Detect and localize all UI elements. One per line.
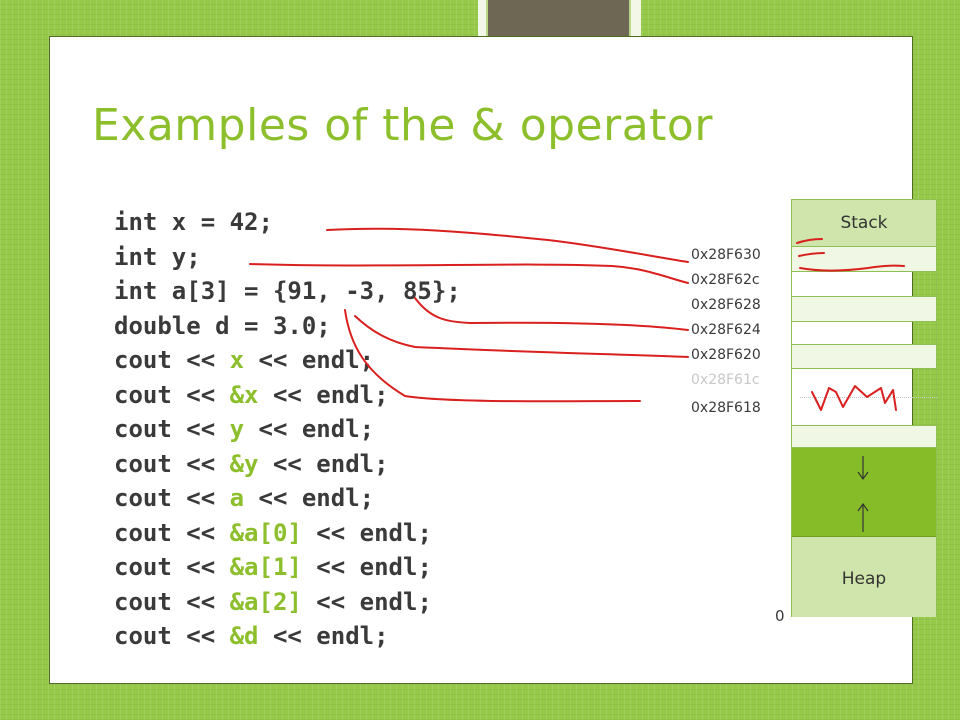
arrow-head-down-icon bbox=[857, 471, 869, 481]
code-text: << endl; bbox=[301, 587, 432, 616]
annotation-value-scribble-1 bbox=[796, 238, 825, 257]
code-text: int a[3] = {91, -3, 85}; bbox=[114, 277, 461, 305]
memory-cell-0x28F61c-0x28F618 bbox=[792, 369, 936, 426]
code-line: cout << &x << endl; bbox=[114, 378, 461, 413]
code-line: cout << &y << endl; bbox=[114, 447, 461, 482]
code-text: cout << bbox=[114, 380, 230, 409]
code-text: cout << bbox=[114, 449, 230, 478]
code-line: double d = 3.0; bbox=[114, 309, 461, 344]
code-highlighted-expression: &y bbox=[229, 449, 259, 478]
code-text: cout << bbox=[114, 622, 230, 650]
memory-diagram: Stack Heap bbox=[791, 199, 937, 617]
memory-cell-0x28F624 bbox=[792, 322, 936, 345]
code-highlighted-expression: &d bbox=[229, 622, 259, 650]
code-text: << endl; bbox=[244, 415, 375, 443]
address-label: 0x28F618 bbox=[691, 400, 761, 416]
annotation-garbage-scribble bbox=[811, 385, 897, 411]
address-divider-line bbox=[800, 397, 937, 398]
code-text: << endl; bbox=[244, 346, 375, 374]
code-text: << endl; bbox=[258, 622, 389, 650]
code-line: cout << y << endl; bbox=[114, 412, 461, 447]
address-label: 0x28F62c bbox=[691, 272, 760, 288]
annotation-a-to-0x28F624 bbox=[414, 297, 689, 331]
code-highlighted-expression: x bbox=[229, 346, 245, 374]
memory-cell-0x28F62c bbox=[792, 272, 936, 297]
address-label: 0x28F628 bbox=[691, 297, 761, 313]
code-highlighted-expression: &a[0] bbox=[229, 518, 302, 547]
code-text: << endl; bbox=[244, 484, 375, 512]
code-line: cout << &d << endl; bbox=[114, 619, 461, 654]
memory-cell-0x28F620 bbox=[792, 345, 936, 369]
address-label: 0x28F61c bbox=[691, 372, 760, 388]
growth-arrows bbox=[857, 456, 869, 532]
code-line: cout << x << endl; bbox=[114, 343, 461, 378]
arrow-head-up-icon bbox=[857, 502, 869, 512]
memory-cell-0x28F628 bbox=[792, 297, 936, 322]
code-text: << endl; bbox=[258, 380, 389, 409]
annotation-d-to-0x28F620 bbox=[354, 315, 689, 358]
slide-title: Examples of the & operator bbox=[92, 100, 713, 151]
code-line: cout << &a[2] << endl; bbox=[114, 585, 461, 620]
annotation-x-to-0x28F630 bbox=[326, 227, 689, 263]
address-label: 0x28F620 bbox=[691, 347, 761, 363]
code-text: double d = 3.0; bbox=[114, 311, 331, 340]
heap-cell: Heap bbox=[792, 537, 936, 617]
code-line: cout << &a[1] << endl; bbox=[114, 550, 461, 585]
bottom-address-label: 0 bbox=[775, 607, 785, 625]
code-highlighted-expression: &a[1] bbox=[229, 553, 302, 581]
code-highlighted-expression: y bbox=[229, 415, 245, 443]
annotation-y-to-0x28F62c bbox=[249, 263, 689, 284]
code-line: int x = 42; bbox=[114, 205, 461, 240]
memory-cell-below-stack bbox=[792, 426, 936, 448]
annotation-address-line bbox=[344, 309, 641, 403]
code-text: cout << bbox=[114, 346, 230, 374]
address-label: 0x28F624 bbox=[691, 322, 761, 338]
code-highlighted-expression: &a[2] bbox=[229, 587, 302, 616]
code-text: cout << bbox=[114, 484, 230, 512]
code-line: int a[3] = {91, -3, 85}; bbox=[114, 274, 461, 309]
code-text: << endl; bbox=[301, 553, 432, 581]
slide-canvas bbox=[49, 36, 913, 684]
code-text: << endl; bbox=[258, 449, 389, 478]
code-text: int x = 42; bbox=[114, 208, 273, 236]
code-text: << endl; bbox=[301, 518, 432, 547]
code-highlighted-expression: a bbox=[229, 484, 245, 512]
code-block: int x = 42; int y; int a[3] = {91, -3, 85}… bbox=[114, 205, 461, 654]
code-text: int y; bbox=[114, 242, 201, 271]
code-text: cout << bbox=[114, 415, 230, 443]
heap-label: Heap bbox=[841, 569, 887, 589]
code-text: cout << bbox=[114, 587, 230, 616]
handwritten-annotations bbox=[249, 227, 905, 411]
code-text: cout << bbox=[114, 518, 230, 547]
code-line: cout << a << endl; bbox=[114, 481, 461, 516]
stack-label: Stack bbox=[840, 213, 888, 233]
code-highlighted-expression: &x bbox=[229, 380, 259, 409]
code-text: cout << bbox=[114, 553, 230, 581]
code-line: cout << &a[0] << endl; bbox=[114, 516, 461, 551]
free-memory-area bbox=[792, 448, 936, 537]
annotation-value-scribble-2 bbox=[799, 264, 905, 272]
code-line: int y; bbox=[114, 240, 461, 275]
address-label: 0x28F630 bbox=[691, 247, 761, 263]
